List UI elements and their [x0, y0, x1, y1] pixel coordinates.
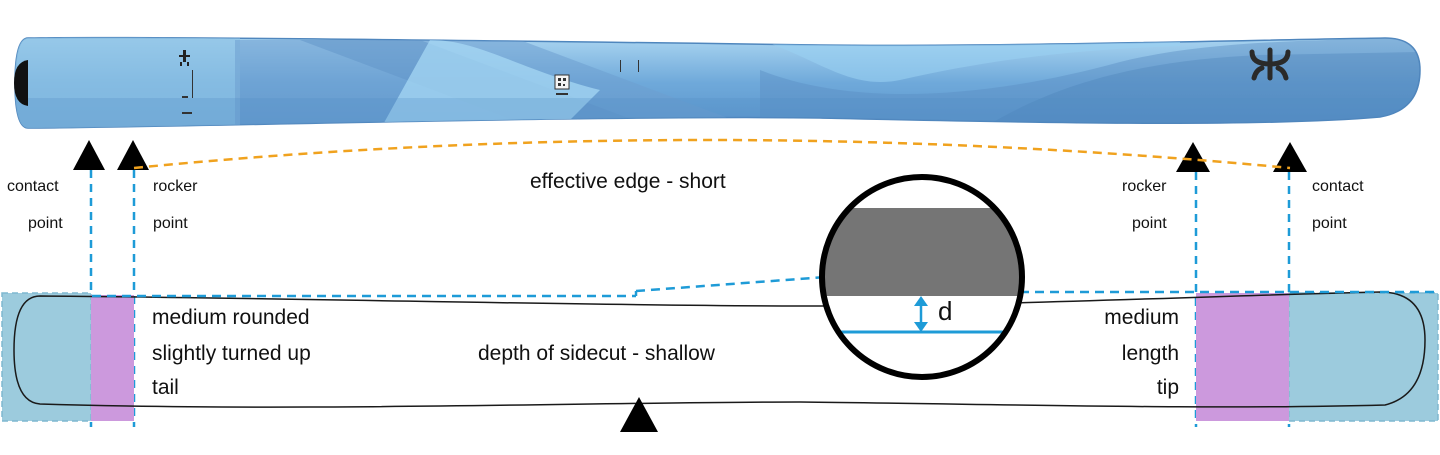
ski-outline: [13, 291, 1426, 408]
sidecut-depth-label: depth of sidecut - shallow: [478, 342, 716, 365]
tail-rocker-zone: [91, 295, 134, 421]
brand-logo-small-icon: [179, 50, 190, 66]
right-contact-label-line1: contact: [1312, 178, 1364, 195]
tip-rocker-zone: [1196, 293, 1289, 421]
tip-description-line1: medium: [1104, 306, 1179, 329]
right-contact-label-line2: point: [1312, 215, 1347, 232]
effective-edge-arc: [133, 138, 1291, 170]
ski-markers: [73, 140, 1307, 172]
tail-description-line1: medium rounded: [152, 306, 310, 329]
left-rocker-point-marker-icon: [117, 140, 149, 170]
effective-edge-label: effective edge - short: [530, 170, 726, 193]
tip-description-line3: tip: [1157, 376, 1179, 399]
brand-logo-icon: [1249, 47, 1291, 81]
left-contact-label-line1: contact: [7, 178, 59, 195]
sidecut-magnifier: d: [819, 174, 1025, 380]
right-rocker-label-line1: rocker: [1122, 178, 1167, 195]
left-rocker-label-line1: rocker: [153, 178, 198, 195]
right-rocker-point-marker-icon: [1176, 142, 1210, 172]
depth-arrow-icon: [914, 296, 928, 332]
waist-marker-icon: [620, 397, 658, 432]
ski-graphic-pattern: [15, 37, 1420, 129]
depth-symbol: d: [938, 296, 952, 326]
left-contact-label-line2: point: [28, 215, 63, 232]
edge-profile-block: [822, 208, 1022, 296]
tip-zone: [1288, 292, 1439, 422]
tail-description-line3: tail: [152, 376, 179, 399]
left-rocker-label-line2: point: [153, 215, 188, 232]
right-contact-point-marker-icon: [1273, 142, 1307, 172]
tail-zone: [1, 292, 92, 422]
qr-code-icon: [554, 74, 570, 95]
tip-description-line2: length: [1122, 342, 1179, 365]
ski-top-view: [14, 36, 1421, 129]
left-contact-point-marker-icon: [73, 140, 105, 170]
fine-print-marks: [182, 60, 639, 114]
ski-tail-cap: [14, 60, 28, 106]
right-rocker-label-line2: point: [1132, 215, 1167, 232]
sidecut-guide-lines: [92, 275, 1438, 298]
ski-outline-view: [1, 291, 1439, 422]
tail-description-line2: slightly turned up: [152, 342, 311, 365]
